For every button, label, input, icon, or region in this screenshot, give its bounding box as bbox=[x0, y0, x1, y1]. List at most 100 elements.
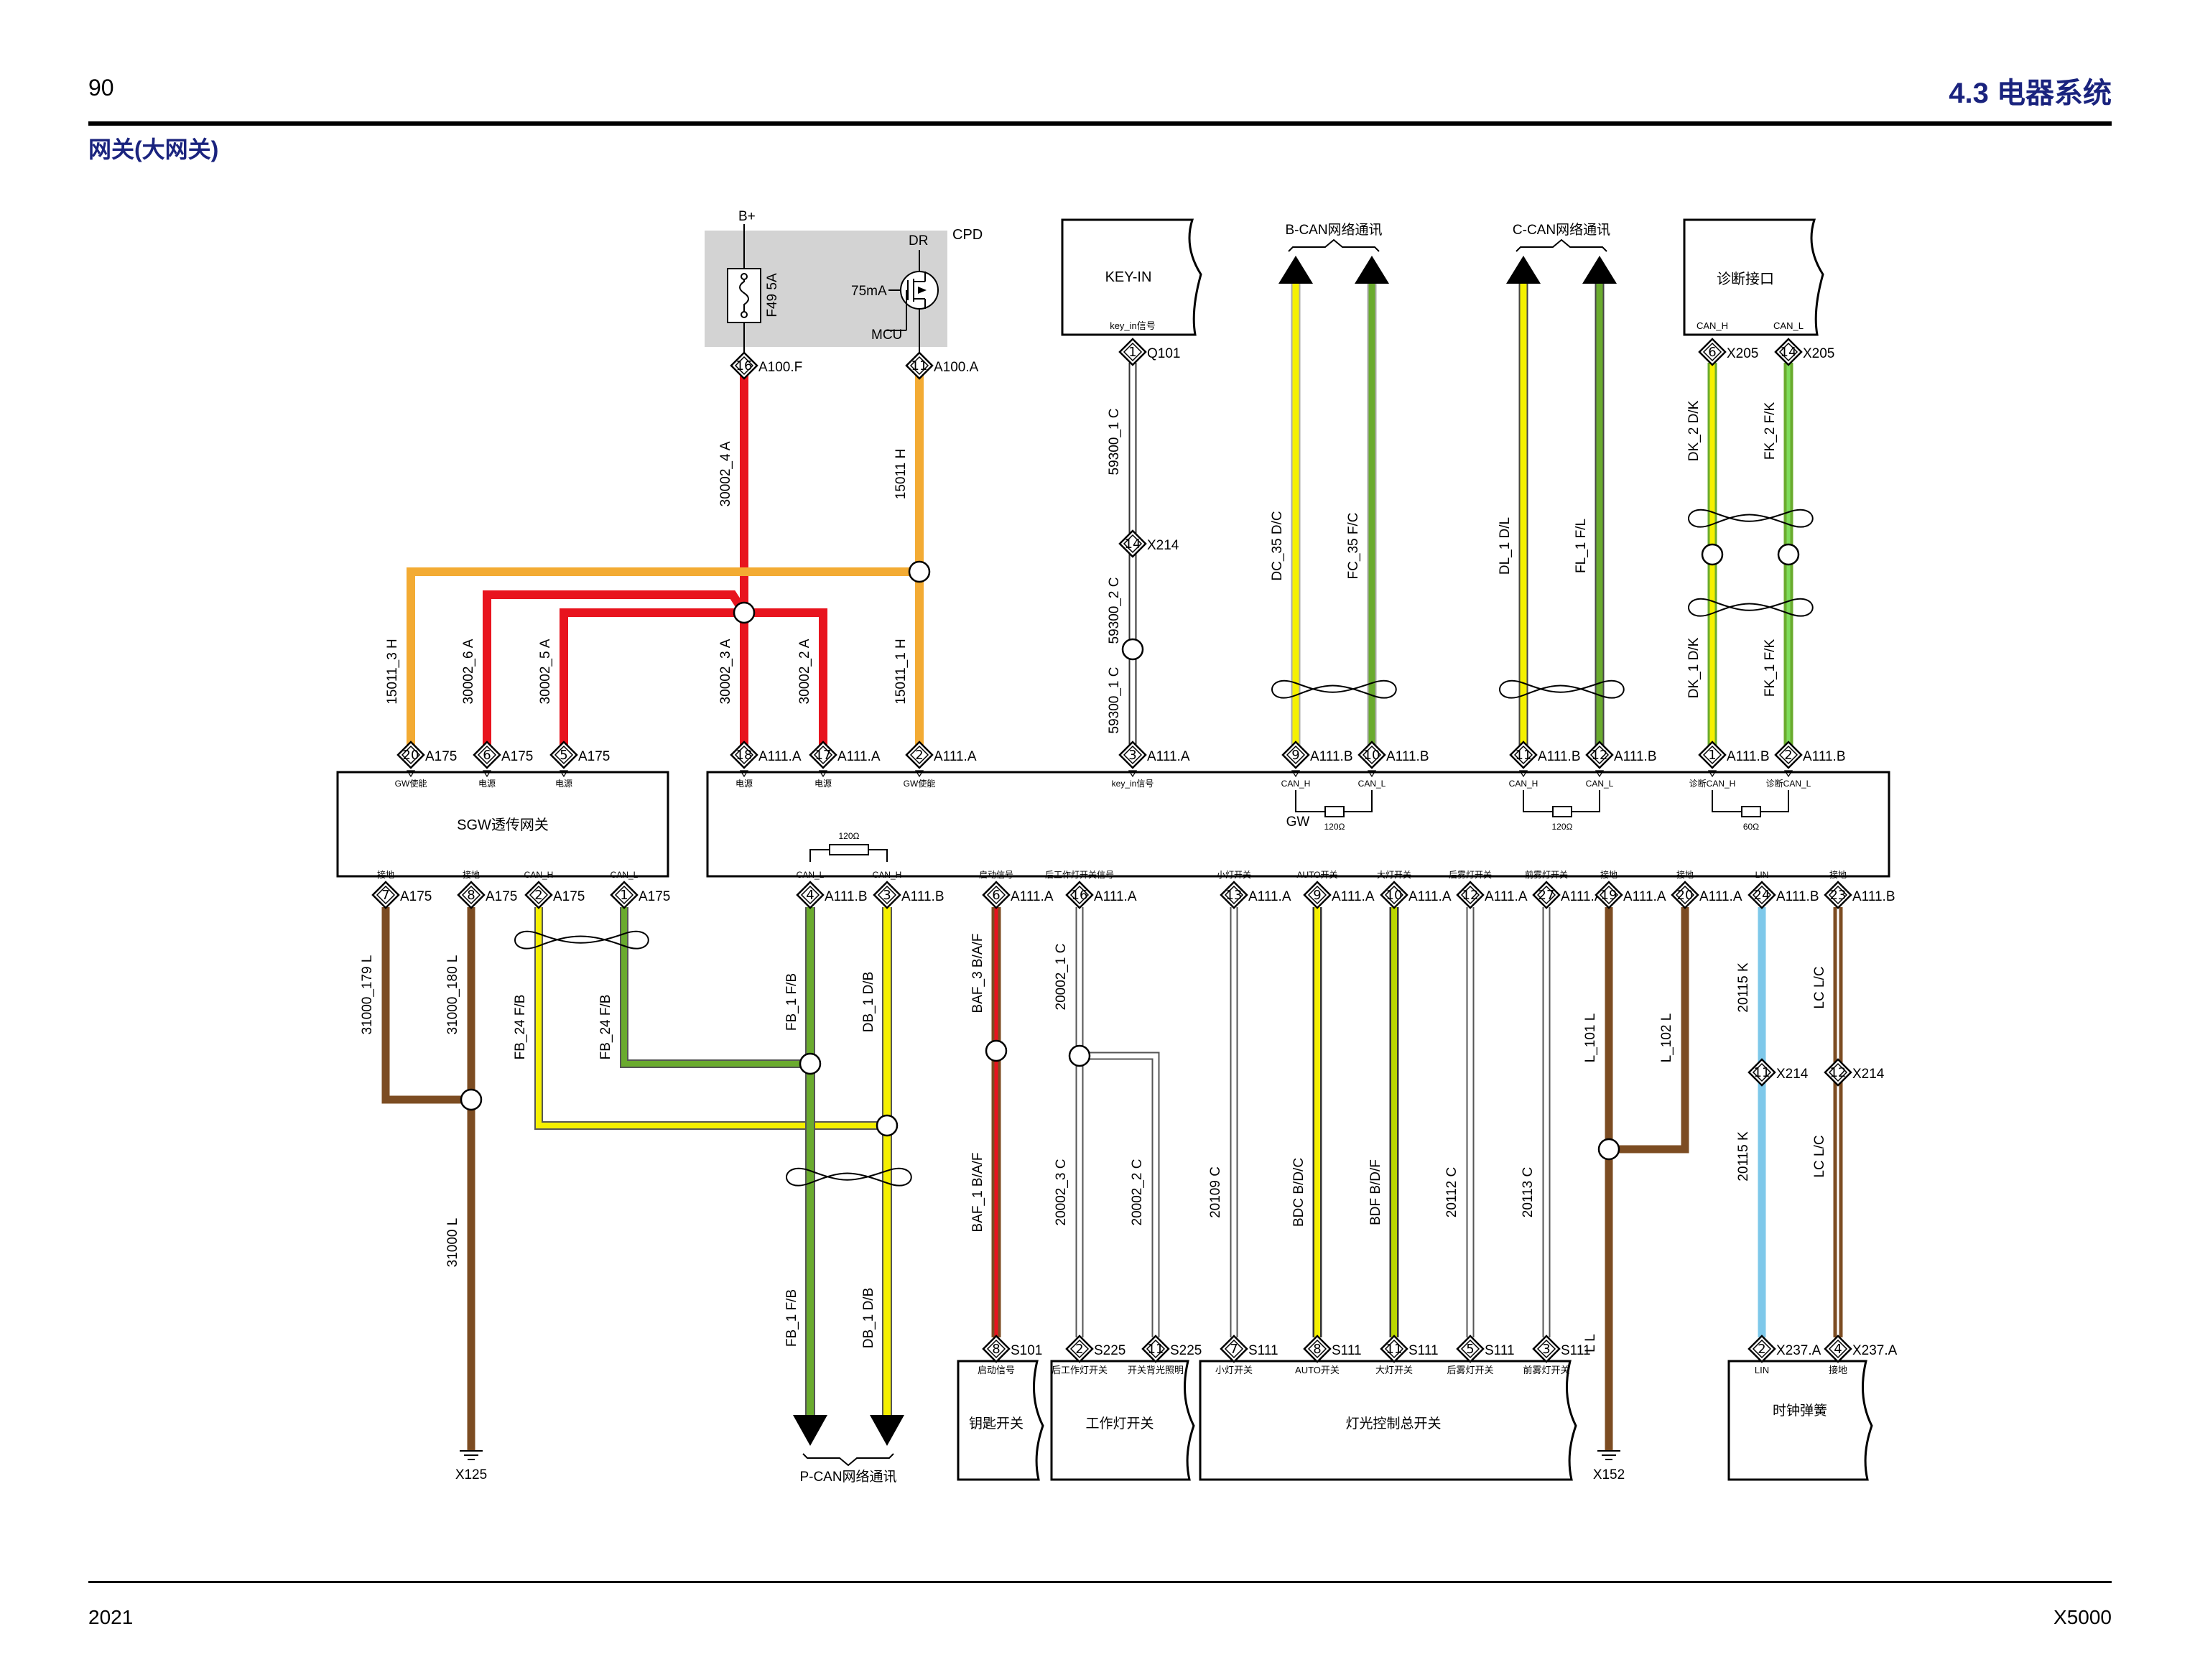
wire-label: FB_24 F/B bbox=[513, 995, 528, 1060]
connector-id: S111 bbox=[1561, 1343, 1591, 1358]
connector-id: A175 bbox=[553, 889, 585, 904]
pin-number: 11 bbox=[1148, 1342, 1164, 1357]
gw-title: GW bbox=[1286, 815, 1310, 830]
pin-label: 前雾灯开关 bbox=[1525, 869, 1568, 880]
pin-number: 11 bbox=[911, 358, 928, 373]
key-switch-title: 钥匙开关 bbox=[969, 1416, 1024, 1431]
keyin-sub: key_in信号 bbox=[1110, 320, 1156, 331]
pin-number: 10 bbox=[1364, 748, 1380, 763]
connector-id: X214 bbox=[1852, 1067, 1885, 1082]
pin-number: 16 bbox=[736, 358, 753, 373]
connector-id: A111.B bbox=[1386, 749, 1429, 764]
pin-number: 2 bbox=[1758, 1342, 1765, 1357]
cpd-label: CPD bbox=[952, 227, 983, 243]
connector-id: A111.B bbox=[1803, 749, 1846, 764]
wire-label: DB_1 D/B bbox=[861, 972, 876, 1032]
pin-number: 10 bbox=[1386, 888, 1403, 903]
pin-number: 11 bbox=[1386, 1342, 1403, 1357]
pin-number: 9 bbox=[1291, 748, 1299, 763]
pin-label: key_in信号 bbox=[1112, 779, 1154, 789]
clock-spring-title: 时钟弹簧 bbox=[1773, 1403, 1827, 1419]
pin-number: 9 bbox=[1313, 888, 1321, 903]
current-label: 75mA bbox=[851, 284, 887, 299]
cpd-pin: 11 A100.A bbox=[905, 351, 979, 380]
pin-label: 启动信号 bbox=[979, 870, 1013, 880]
connector-id: X205 bbox=[1803, 346, 1834, 361]
fuse-label: F49 5A bbox=[765, 273, 780, 317]
pin-label: CAN_L bbox=[797, 870, 825, 880]
wire-label: 20002_1 C bbox=[1054, 944, 1069, 1011]
pin-number: 20 bbox=[403, 748, 419, 763]
pin-number: 7 bbox=[1230, 1342, 1238, 1357]
wire-label: 15011_3 H bbox=[385, 639, 400, 705]
pin-label: AUTO开关 bbox=[1296, 870, 1337, 880]
pin-label: CAN_L bbox=[1586, 779, 1614, 789]
connector-id: A175 bbox=[400, 889, 432, 904]
connector-id: A111.B bbox=[825, 889, 868, 904]
wire-label: 20113 C bbox=[1521, 1167, 1536, 1217]
wire-label: 30002_5 A bbox=[538, 639, 553, 704]
wire-label: 30002_3 A bbox=[718, 639, 733, 704]
pin-number: 3 bbox=[883, 888, 891, 903]
connector-id: S225 bbox=[1094, 1343, 1125, 1358]
sgw-title: SGW透传网关 bbox=[457, 817, 549, 833]
connector-id: A111.A bbox=[1408, 889, 1452, 904]
wire-label: BDC B/D/C bbox=[1291, 1158, 1306, 1227]
connector-id: A100.A bbox=[934, 360, 979, 375]
pin-label: 诊断CAN_L bbox=[1766, 778, 1811, 789]
pin-number: 3 bbox=[1542, 1342, 1550, 1357]
pin-number: 2 bbox=[534, 888, 542, 903]
diag-box: 诊断接口 CAN_H CAN_L bbox=[1683, 218, 1824, 336]
fuse-icon bbox=[727, 268, 761, 323]
light-ctrl-pin-label: AUTO开关 bbox=[1295, 1365, 1340, 1375]
work-light-box: 后工作灯开关 开关背光照明 工作灯开关 bbox=[1050, 1360, 1195, 1481]
ccan-label: C-CAN网络通讯 bbox=[1513, 222, 1610, 238]
pin-label: CAN_H bbox=[1281, 779, 1311, 789]
pin-number: 14 bbox=[1125, 537, 1141, 552]
page-number: 90 bbox=[88, 75, 114, 101]
dr-label: DR bbox=[909, 233, 928, 249]
pin-number: 23 bbox=[1830, 888, 1847, 903]
wire-label: DK_1 D/K bbox=[1686, 637, 1702, 698]
device-pin: 3 S111 bbox=[1532, 1335, 1591, 1363]
connector-id: A111.A bbox=[1623, 889, 1666, 904]
pin-label: GW使能 bbox=[904, 778, 936, 789]
resistor-value: 60Ω bbox=[1743, 822, 1759, 832]
wire-label: LC L/C bbox=[1812, 1135, 1827, 1177]
resistor-value: 120Ω bbox=[839, 831, 860, 841]
wire-label: 31000_179 L bbox=[360, 955, 375, 1035]
clock-spring-box: LIN 接地 时钟弹簧 bbox=[1727, 1360, 1873, 1481]
ground-icon bbox=[460, 1450, 483, 1460]
key-switch-box: 启动信号 钥匙开关 bbox=[957, 1360, 1044, 1481]
pin-number: 18 bbox=[736, 748, 753, 763]
connector-id: S101 bbox=[1011, 1343, 1042, 1358]
connector-id: A111.A bbox=[1332, 889, 1375, 904]
pin-label: 接地 bbox=[1829, 869, 1847, 880]
pin-label: 电源 bbox=[735, 779, 753, 789]
wire-label: FB_1 F/B bbox=[784, 973, 799, 1031]
pin-number: 12 bbox=[1830, 1065, 1847, 1080]
diag-title: 诊断接口 bbox=[1717, 271, 1774, 287]
wire-label: 20109 C bbox=[1208, 1166, 1223, 1218]
bcan-label: B-CAN网络通讯 bbox=[1285, 222, 1382, 238]
footer-year: 2021 bbox=[88, 1606, 133, 1628]
wire-label: FL_1 F/L bbox=[1574, 519, 1589, 573]
connector-id: A175 bbox=[425, 749, 457, 764]
wire-label: 59300_2 C bbox=[1107, 577, 1122, 644]
pin-label: CAN_L bbox=[1358, 779, 1386, 789]
